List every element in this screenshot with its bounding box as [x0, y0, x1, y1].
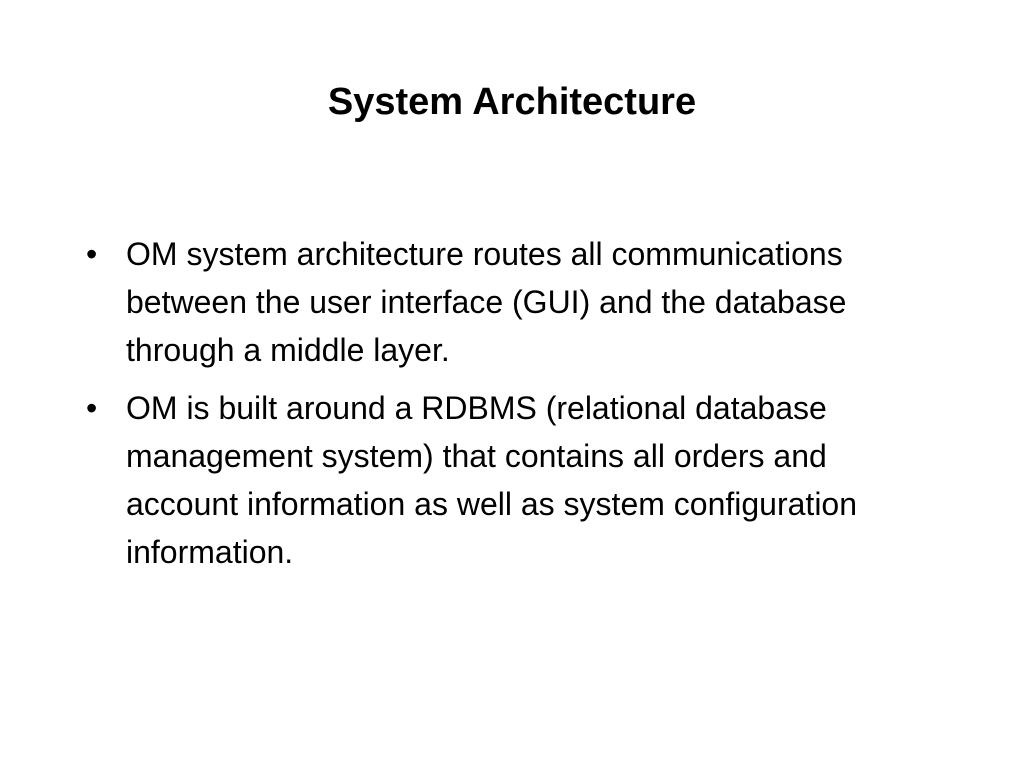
bullet-item: • OM is built around a RDBMS (relational… [84, 384, 944, 576]
bullet-marker: • [86, 236, 98, 272]
bullet-item: • OM system architecture routes all comm… [84, 230, 944, 374]
bullet-marker: • [86, 390, 98, 426]
slide-title: System Architecture [327, 81, 697, 123]
bullet-list: • OM system architecture routes all comm… [84, 230, 944, 586]
bullet-text: OM system architecture routes all commun… [126, 236, 847, 368]
bullet-text: OM is built around a RDBMS (relational d… [126, 390, 858, 570]
